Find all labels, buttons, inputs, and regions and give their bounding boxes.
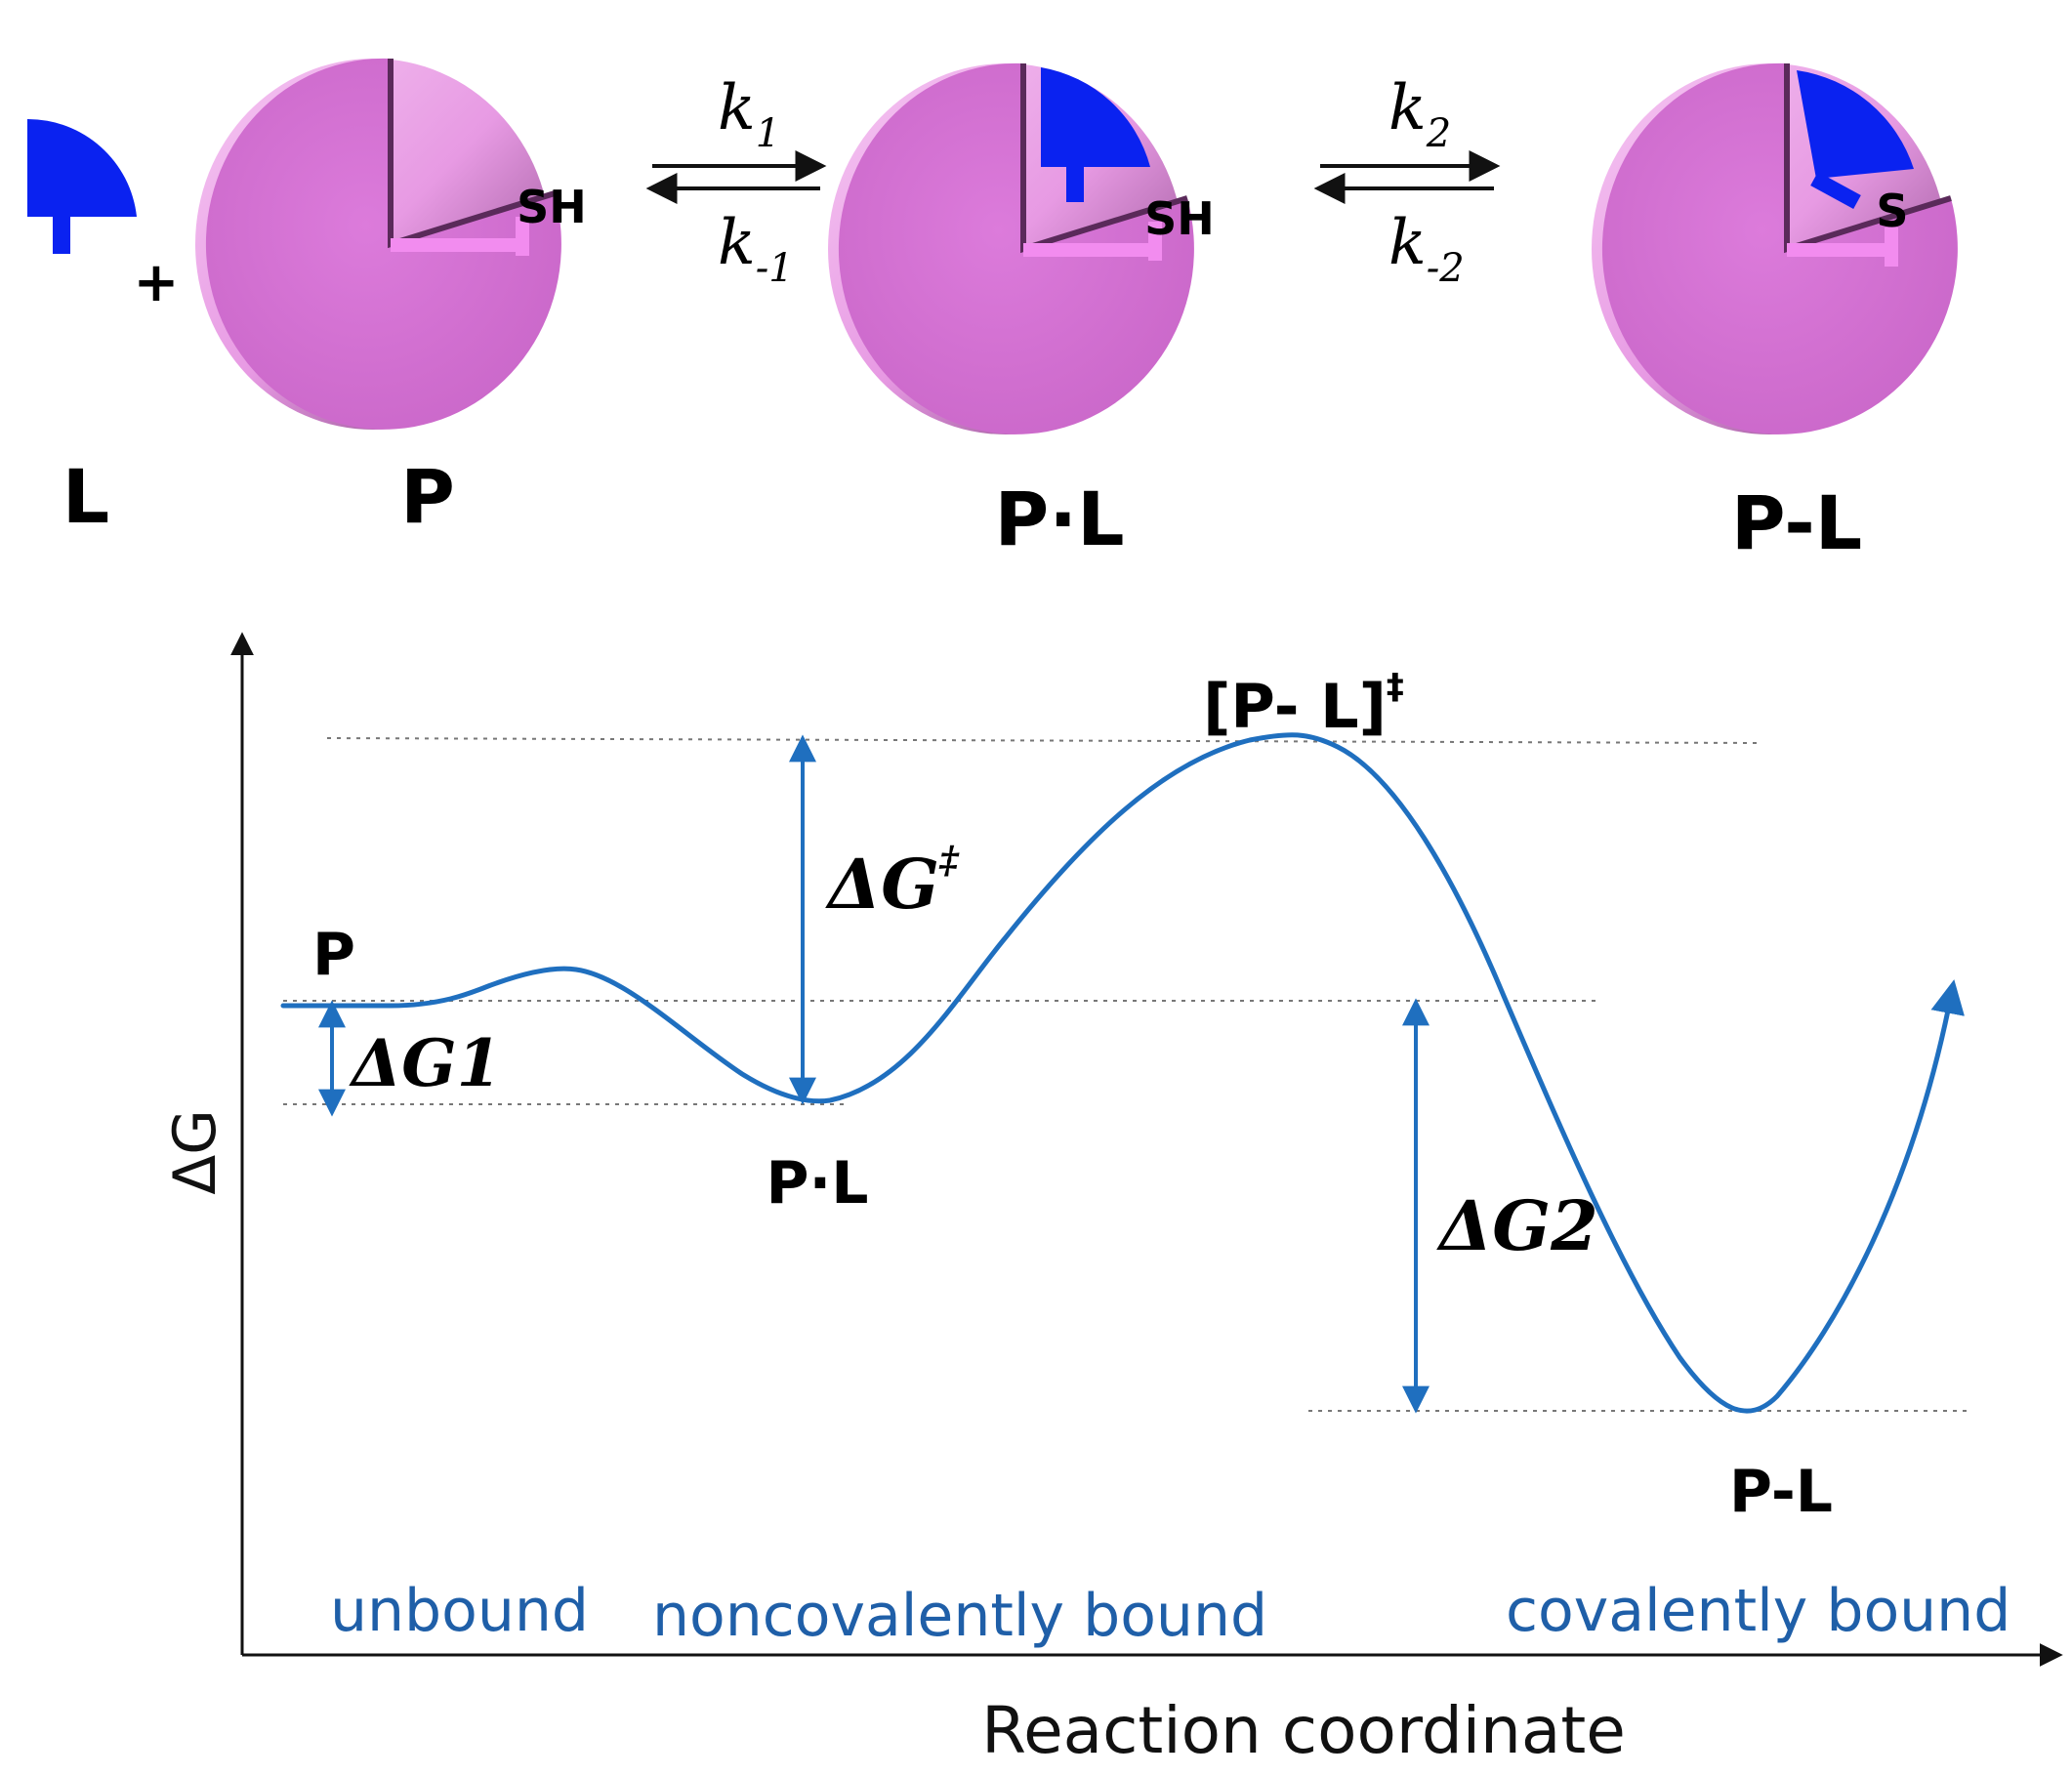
thiol-label: SH xyxy=(517,181,587,233)
transition-state-label: [P- L]‡ xyxy=(1203,667,1404,742)
energy-profile-curve xyxy=(280,732,1965,1414)
label-protein: P xyxy=(400,453,455,540)
point-label-p: P xyxy=(312,921,355,989)
rate-k2: k2 xyxy=(1388,72,1451,156)
label-noncovalent-complex: P·L xyxy=(995,475,1125,562)
x-axis-label: Reaction coordinate xyxy=(981,1693,1626,1768)
region-covalent: covalently bound xyxy=(1506,1577,2010,1645)
region-noncovalent: noncovalently bound xyxy=(652,1582,1267,1650)
point-label-pl-covalent: P-L xyxy=(1729,1458,1833,1526)
ligand-shape xyxy=(27,118,137,254)
plus-sign: + xyxy=(134,251,180,314)
rate-k1: k1 xyxy=(718,72,780,156)
dg2-label: ΔG2 xyxy=(1436,1185,1598,1266)
protein-covalent-complex xyxy=(1592,62,1958,434)
thiol-label-complex: SH xyxy=(1144,192,1215,245)
rate-k-minus1: k-1 xyxy=(718,207,794,291)
dg-ts-label: ΔG‡ xyxy=(825,838,960,925)
reference-lines xyxy=(283,737,1972,1412)
equilibrium-arrows-1 xyxy=(645,150,827,204)
protein-noncovalent-complex xyxy=(828,62,1194,434)
sulfur-label: S xyxy=(1876,185,1908,237)
rate-k-minus2: k-2 xyxy=(1388,207,1465,291)
y-axis-label: ΔG xyxy=(161,1109,229,1195)
label-covalent-complex: P-L xyxy=(1731,479,1862,566)
label-ligand: L xyxy=(62,453,109,540)
point-label-pl-noncovalent: P·L xyxy=(767,1149,869,1218)
equilibrium-arrows-2 xyxy=(1313,150,1501,204)
energy-axes xyxy=(230,632,2063,1667)
dg1-label: ΔG1 xyxy=(349,1025,502,1101)
protein-shape xyxy=(195,58,561,430)
region-unbound: unbound xyxy=(330,1577,589,1645)
ts-level-line xyxy=(326,737,1759,744)
